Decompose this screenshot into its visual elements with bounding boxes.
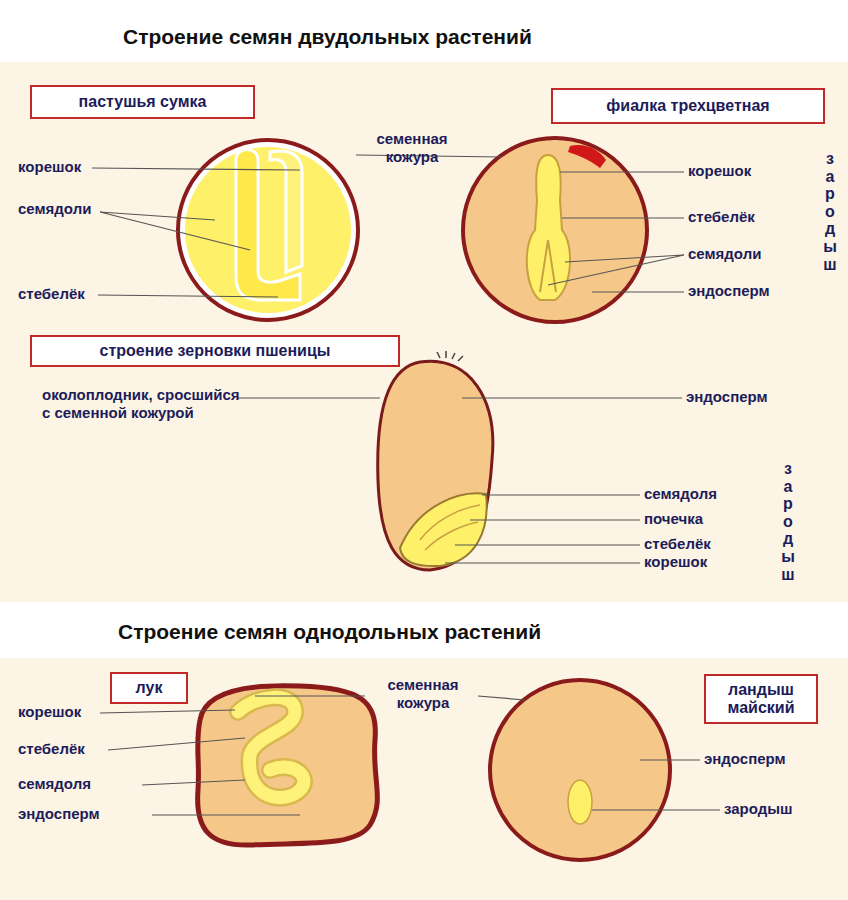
part-label: корешок xyxy=(18,703,81,721)
onion-seed xyxy=(198,686,378,845)
violet-seed xyxy=(463,138,647,322)
leader-lines xyxy=(92,155,720,815)
species-box: ландыш майский xyxy=(704,674,818,724)
species-name: строение зерновки пшеницы xyxy=(100,342,331,360)
part-label: корешок xyxy=(18,158,81,176)
species-box: строение зерновки пшеницы xyxy=(30,335,400,367)
part-label: семядоли xyxy=(18,200,91,218)
section-title: Строение семян однодольных растений xyxy=(118,620,541,644)
part-label: эндосперм xyxy=(704,750,786,768)
species-name: ландыш майский xyxy=(714,681,808,718)
part-label: эндосперм xyxy=(686,388,768,406)
part-label: корешок xyxy=(688,162,751,180)
part-label: семядоля xyxy=(18,775,91,793)
part-label: семенная кожура xyxy=(356,130,468,166)
part-label: эндосперм xyxy=(688,282,770,300)
part-label: семенная кожура xyxy=(366,676,480,712)
species-name: пастушья сумка xyxy=(79,93,207,111)
part-label: стебелёк xyxy=(688,208,755,226)
lily-seed xyxy=(490,680,670,860)
part-label: семядоли xyxy=(688,245,761,263)
part-label: семядоля xyxy=(644,485,717,503)
shepherds-purse-seed xyxy=(178,140,358,320)
part-label: стебелёк xyxy=(644,535,711,553)
wheat-grain xyxy=(378,351,493,570)
part-label: стебелёк xyxy=(18,740,85,758)
species-name: лук xyxy=(136,679,163,697)
species-box: пастушья сумка xyxy=(30,85,255,119)
species-box: лук xyxy=(110,672,188,704)
part-label: почечка xyxy=(644,510,703,528)
part-label: эндосперм xyxy=(18,805,100,823)
species-name: фиалка трехцветная xyxy=(606,97,769,115)
part-label: стебелёк xyxy=(18,285,85,303)
panel-background xyxy=(0,658,848,900)
part-label: зародыш xyxy=(724,800,793,818)
part-label: корешок xyxy=(644,553,707,571)
part-label: околоплодник, сросшийся с семенной кожур… xyxy=(42,386,242,422)
species-box: фиалка трехцветная xyxy=(551,88,825,124)
panel-background xyxy=(0,62,848,602)
diagram-title: Строение семян двудольных растений xyxy=(123,25,532,49)
group-label: зародыш xyxy=(780,460,796,583)
group-label: зародыш xyxy=(822,150,838,273)
